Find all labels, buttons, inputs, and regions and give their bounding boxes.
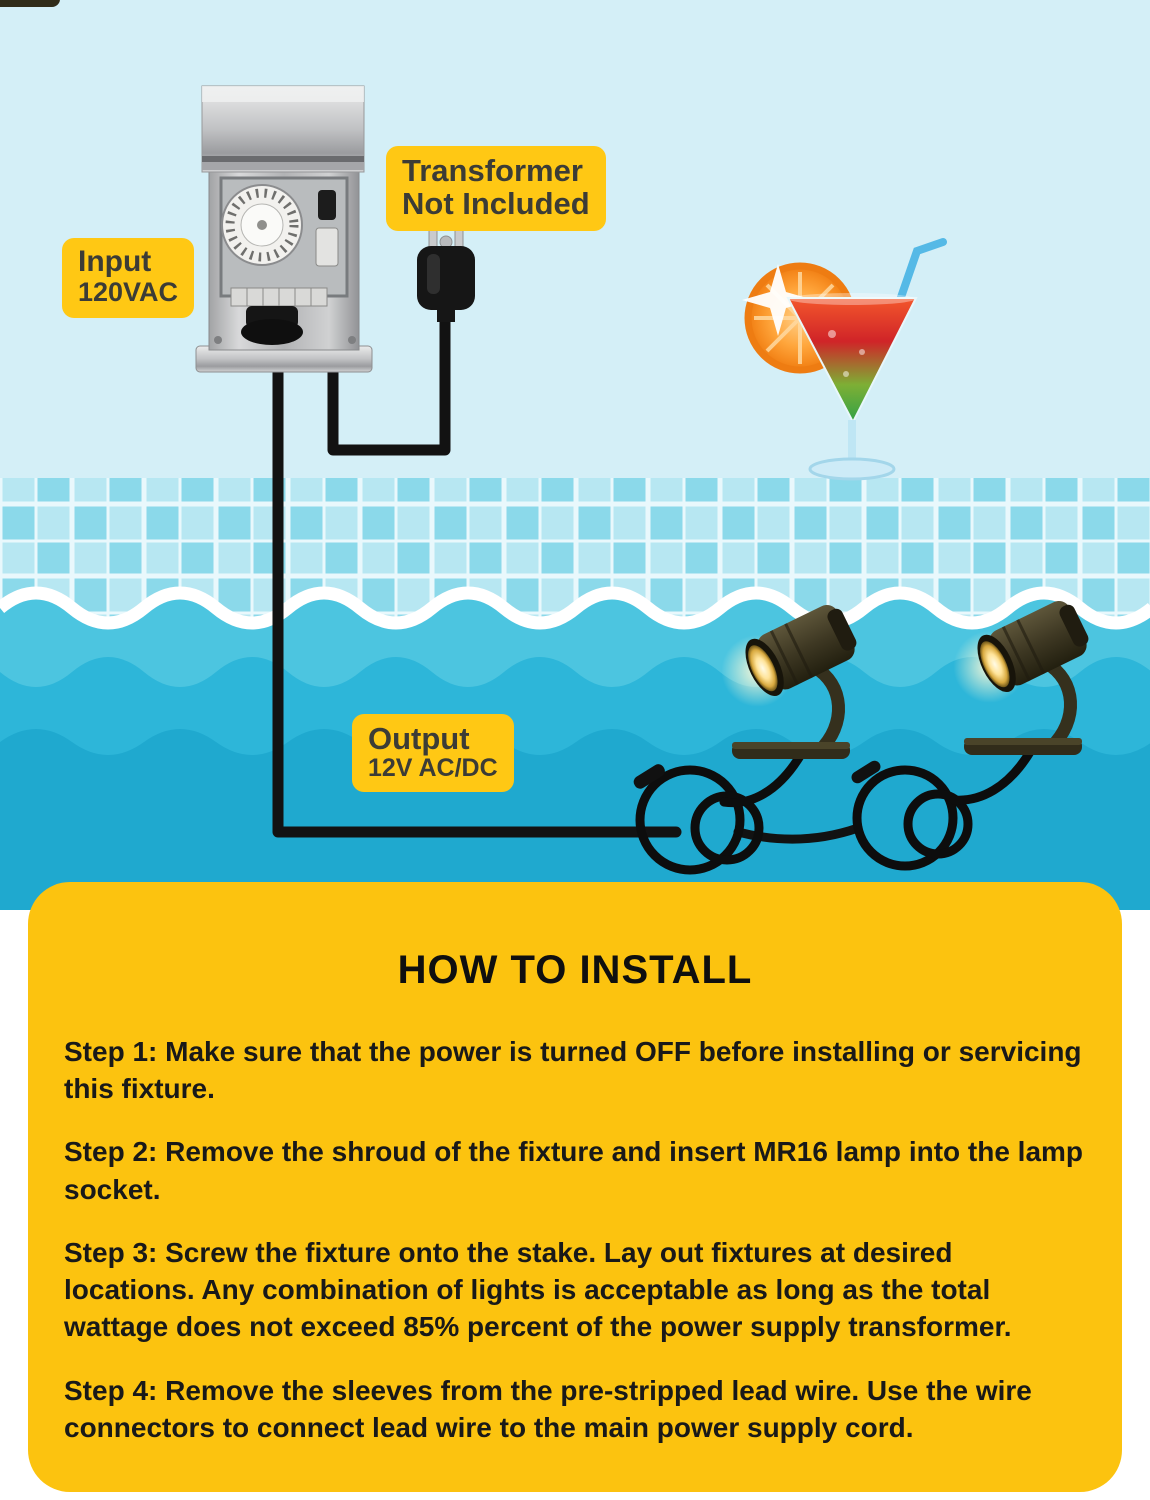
power-switch <box>318 190 336 220</box>
martini-glass <box>786 297 918 425</box>
install-instructions-panel: HOW TO INSTALL Step 1: Make sure that th… <box>28 882 1122 1492</box>
transformer-not-included-label: Transformer Not Included <box>386 146 606 231</box>
input-label-line2: 120VAC <box>78 277 179 308</box>
plug-cord <box>327 306 451 456</box>
instructions-title: HOW TO INSTALL <box>397 948 753 992</box>
wiring <box>272 306 863 844</box>
output-cable <box>272 330 682 838</box>
cable-gland <box>241 319 303 345</box>
output-label-line1: Output <box>368 721 470 756</box>
output-voltage-label: Output 12V AC/DC <box>352 714 514 793</box>
input-voltage-label: Input 120VAC <box>62 238 195 318</box>
install-step-4: Step 4: Remove the sleeves from the pre-… <box>64 1374 1032 1443</box>
link-cable <box>733 823 863 844</box>
white-wave-line <box>0 586 1150 630</box>
transformer-illustration <box>195 85 373 373</box>
straw <box>895 238 947 307</box>
install-step-1: Step 1: Make sure that the power is turn… <box>64 1036 1082 1105</box>
output-label-line2: 12V AC/DC <box>368 754 498 783</box>
wire-connector <box>851 760 881 784</box>
transformer-label-line2: Not Included <box>402 186 590 222</box>
input-label-line1: Input <box>78 245 152 278</box>
install-step-3: Step 3: Screw the fixture onto the stake… <box>64 1236 1012 1343</box>
transformer-label-line1: Transformer <box>402 153 583 188</box>
cable-coils <box>633 747 1035 875</box>
sparkle <box>742 264 814 336</box>
wire-connector <box>633 764 665 789</box>
install-step-2: Step 2: Remove the shroud of the fixture… <box>64 1136 1084 1205</box>
scene-graphic <box>0 0 1150 910</box>
cocktail-illustration <box>742 238 947 481</box>
